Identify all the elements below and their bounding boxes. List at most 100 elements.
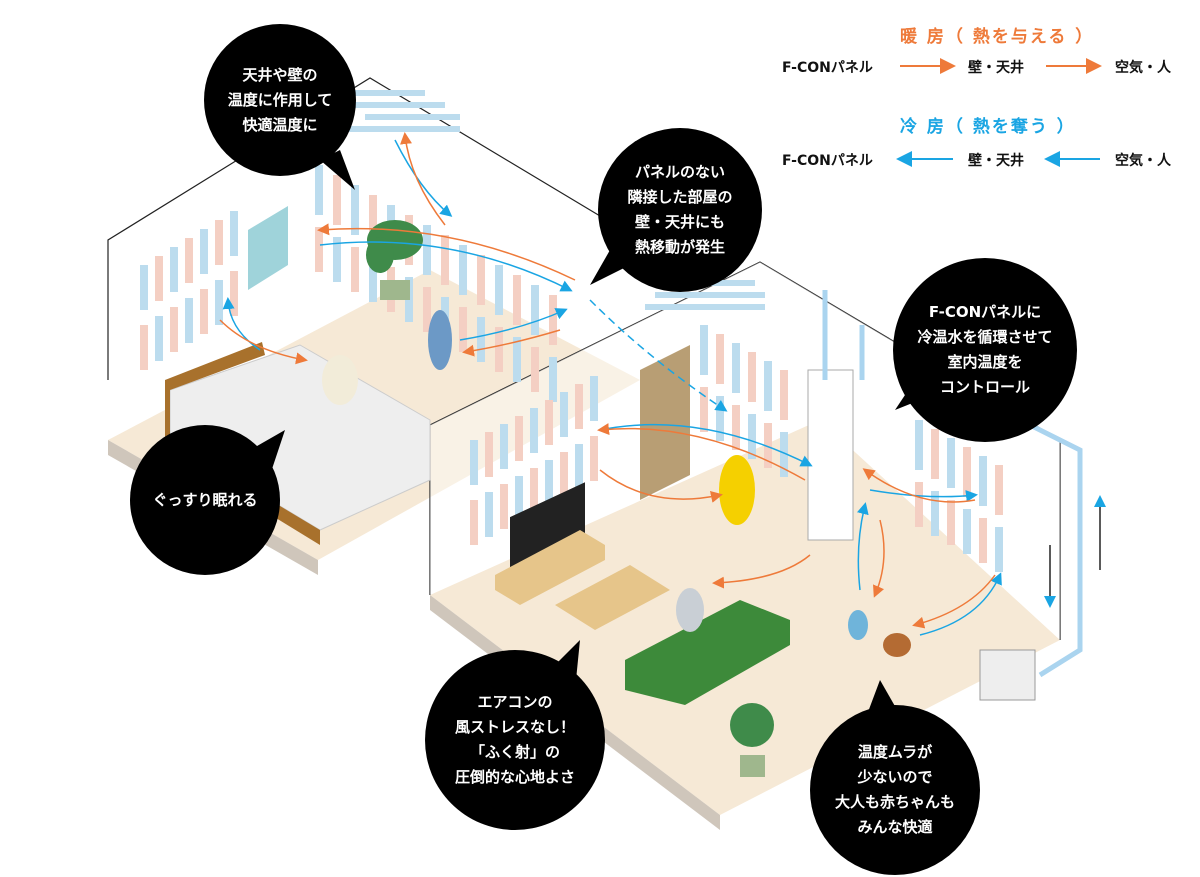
wall-panel-strip — [500, 484, 508, 529]
person-on-sofa — [676, 588, 704, 632]
f-con-panel — [807, 369, 854, 541]
living-wall-outline — [429, 261, 1061, 640]
bubble-line: ぐっすり眠れる — [152, 490, 258, 509]
bubble-line: パネルのない — [634, 163, 725, 181]
ceiling-panel-bedroom — [340, 90, 460, 132]
bubble-line: コントロール — [939, 378, 1030, 396]
wall-panel-strip — [470, 440, 478, 485]
wall-panel-strip — [545, 460, 553, 505]
wall-panel-strip — [369, 195, 377, 245]
wall-panel-strip — [369, 257, 377, 302]
bubble-line: みんな快適 — [857, 818, 933, 836]
legend-heating-source: F-CONパネル — [782, 60, 873, 76]
legend-heating-title: 暖 房（ 熱を与える ） — [900, 27, 1095, 47]
wall-panel-strip — [170, 247, 178, 292]
wall-panel-strip — [995, 527, 1003, 572]
bubble-line: 冷温水を循環させて — [917, 328, 1053, 346]
bubble-line: 大人も赤ちゃんも — [834, 793, 955, 811]
wall-panel-strip — [459, 307, 467, 352]
wall-panel-strip — [315, 165, 323, 215]
wall-panel-strip — [549, 357, 557, 402]
wall-panel-strip — [495, 327, 503, 372]
bubble-line: 隣接した部屋の — [627, 188, 733, 206]
wall-panel-strip — [459, 245, 467, 295]
wall-panel-strip — [515, 476, 523, 521]
wall-panel-strip — [315, 227, 323, 272]
wall-panel-strip — [716, 396, 724, 441]
person-yellow-dress — [719, 455, 755, 525]
wall-panel-strip — [170, 307, 178, 352]
wall-panel-strip — [947, 438, 955, 488]
wall-panel-strip — [155, 256, 163, 301]
bubble-line: 壁・天井にも — [634, 213, 725, 231]
wall-panel-strip — [485, 492, 493, 537]
bubble-line: 風ストレスなし！ — [454, 718, 575, 736]
wall-panel-strip — [530, 408, 538, 453]
wall-panel-strip — [485, 432, 493, 477]
wall-panel-strip — [716, 334, 724, 384]
wall-panel-strip — [947, 500, 955, 545]
wall-panel-strip — [333, 237, 341, 282]
wall-panel-strip — [575, 444, 583, 489]
wall-panel-strip — [200, 289, 208, 334]
bubble-line: 温度に作用して — [227, 90, 333, 109]
bubble-adjacent-room: パネルのない隣接した部屋の壁・天井にも熱移動が発生 — [598, 128, 762, 292]
tv-stand — [495, 530, 605, 605]
wall-panel-strip — [230, 271, 238, 316]
door — [640, 345, 690, 500]
wall-panel-strip — [780, 432, 788, 477]
legend-cooling-title: 冷 房（ 熱を奪う ） — [900, 117, 1076, 137]
wall-panel-strip — [963, 509, 971, 554]
wall-panel-strip — [963, 447, 971, 497]
legend-cooling-source: F-CONパネル — [782, 153, 873, 169]
legend-cooling-target: 空気・人 — [1115, 153, 1171, 169]
bubble-f-con-panel: F-CONパネルに冷温水を循環させて室内温度をコントロール — [893, 258, 1077, 442]
bubble-line: 温度ムラが — [857, 743, 933, 761]
wall-panel-strip — [700, 387, 708, 432]
bubble-line: F-CONパネルに — [928, 303, 1042, 321]
legend-cooling-middle: 壁・天井 — [968, 153, 1024, 169]
wall-panel-strip — [441, 235, 449, 285]
water-pipes — [822, 290, 1083, 678]
bubble-sleep: ぐっすり眠れる — [130, 425, 280, 575]
wall-panel-strip — [531, 347, 539, 392]
plant-icon — [730, 703, 774, 747]
bubble-ceiling-wall: 天井や壁の温度に作用して快適温度に — [204, 24, 356, 176]
wall-panel-strip — [780, 370, 788, 420]
bubble-line: 快適温度に — [242, 115, 318, 134]
bubble-line: 室内温度を — [947, 353, 1023, 371]
wall-panel-strip — [140, 325, 148, 370]
legend-heating-target: 空気・人 — [1115, 60, 1171, 76]
bubble-line: 「ふく射」の — [469, 743, 560, 761]
wall-panel-strip — [531, 285, 539, 335]
wall-panel-strip — [423, 225, 431, 275]
wall-panel-strip — [560, 392, 568, 437]
wall-panel-strip — [575, 384, 583, 429]
wall-panel-strip — [423, 287, 431, 332]
wall-panel-strip — [549, 295, 557, 345]
plant-icon — [366, 220, 423, 273]
wall-panel-strip — [477, 317, 485, 362]
wall-panel-strip — [732, 405, 740, 450]
sofa — [625, 600, 790, 705]
wall-panel-strip — [470, 500, 478, 545]
wall-panel-strip — [155, 316, 163, 361]
wall-panel-strip — [700, 325, 708, 375]
person-standing-bedroom — [428, 310, 452, 370]
plant-pot — [380, 280, 410, 300]
wall-panel-strip — [500, 424, 508, 469]
wall-panel-strip — [495, 265, 503, 315]
wall-panel-strip — [185, 238, 193, 283]
wall-panel-strip — [515, 416, 523, 461]
wall-panel-strip — [748, 352, 756, 402]
wall-panel-strip — [979, 518, 987, 563]
wall-panel-strip — [351, 247, 359, 292]
bubble-line: 天井や壁の — [242, 65, 318, 84]
legend-arrows — [896, 58, 1102, 167]
bubble-line: 熱移動が発生 — [634, 238, 725, 256]
tv — [510, 482, 585, 573]
legend-heating-middle: 壁・天井 — [968, 60, 1024, 76]
coffee-table — [555, 565, 670, 630]
plant-pot — [740, 755, 765, 777]
wall-panel-strip — [215, 280, 223, 325]
